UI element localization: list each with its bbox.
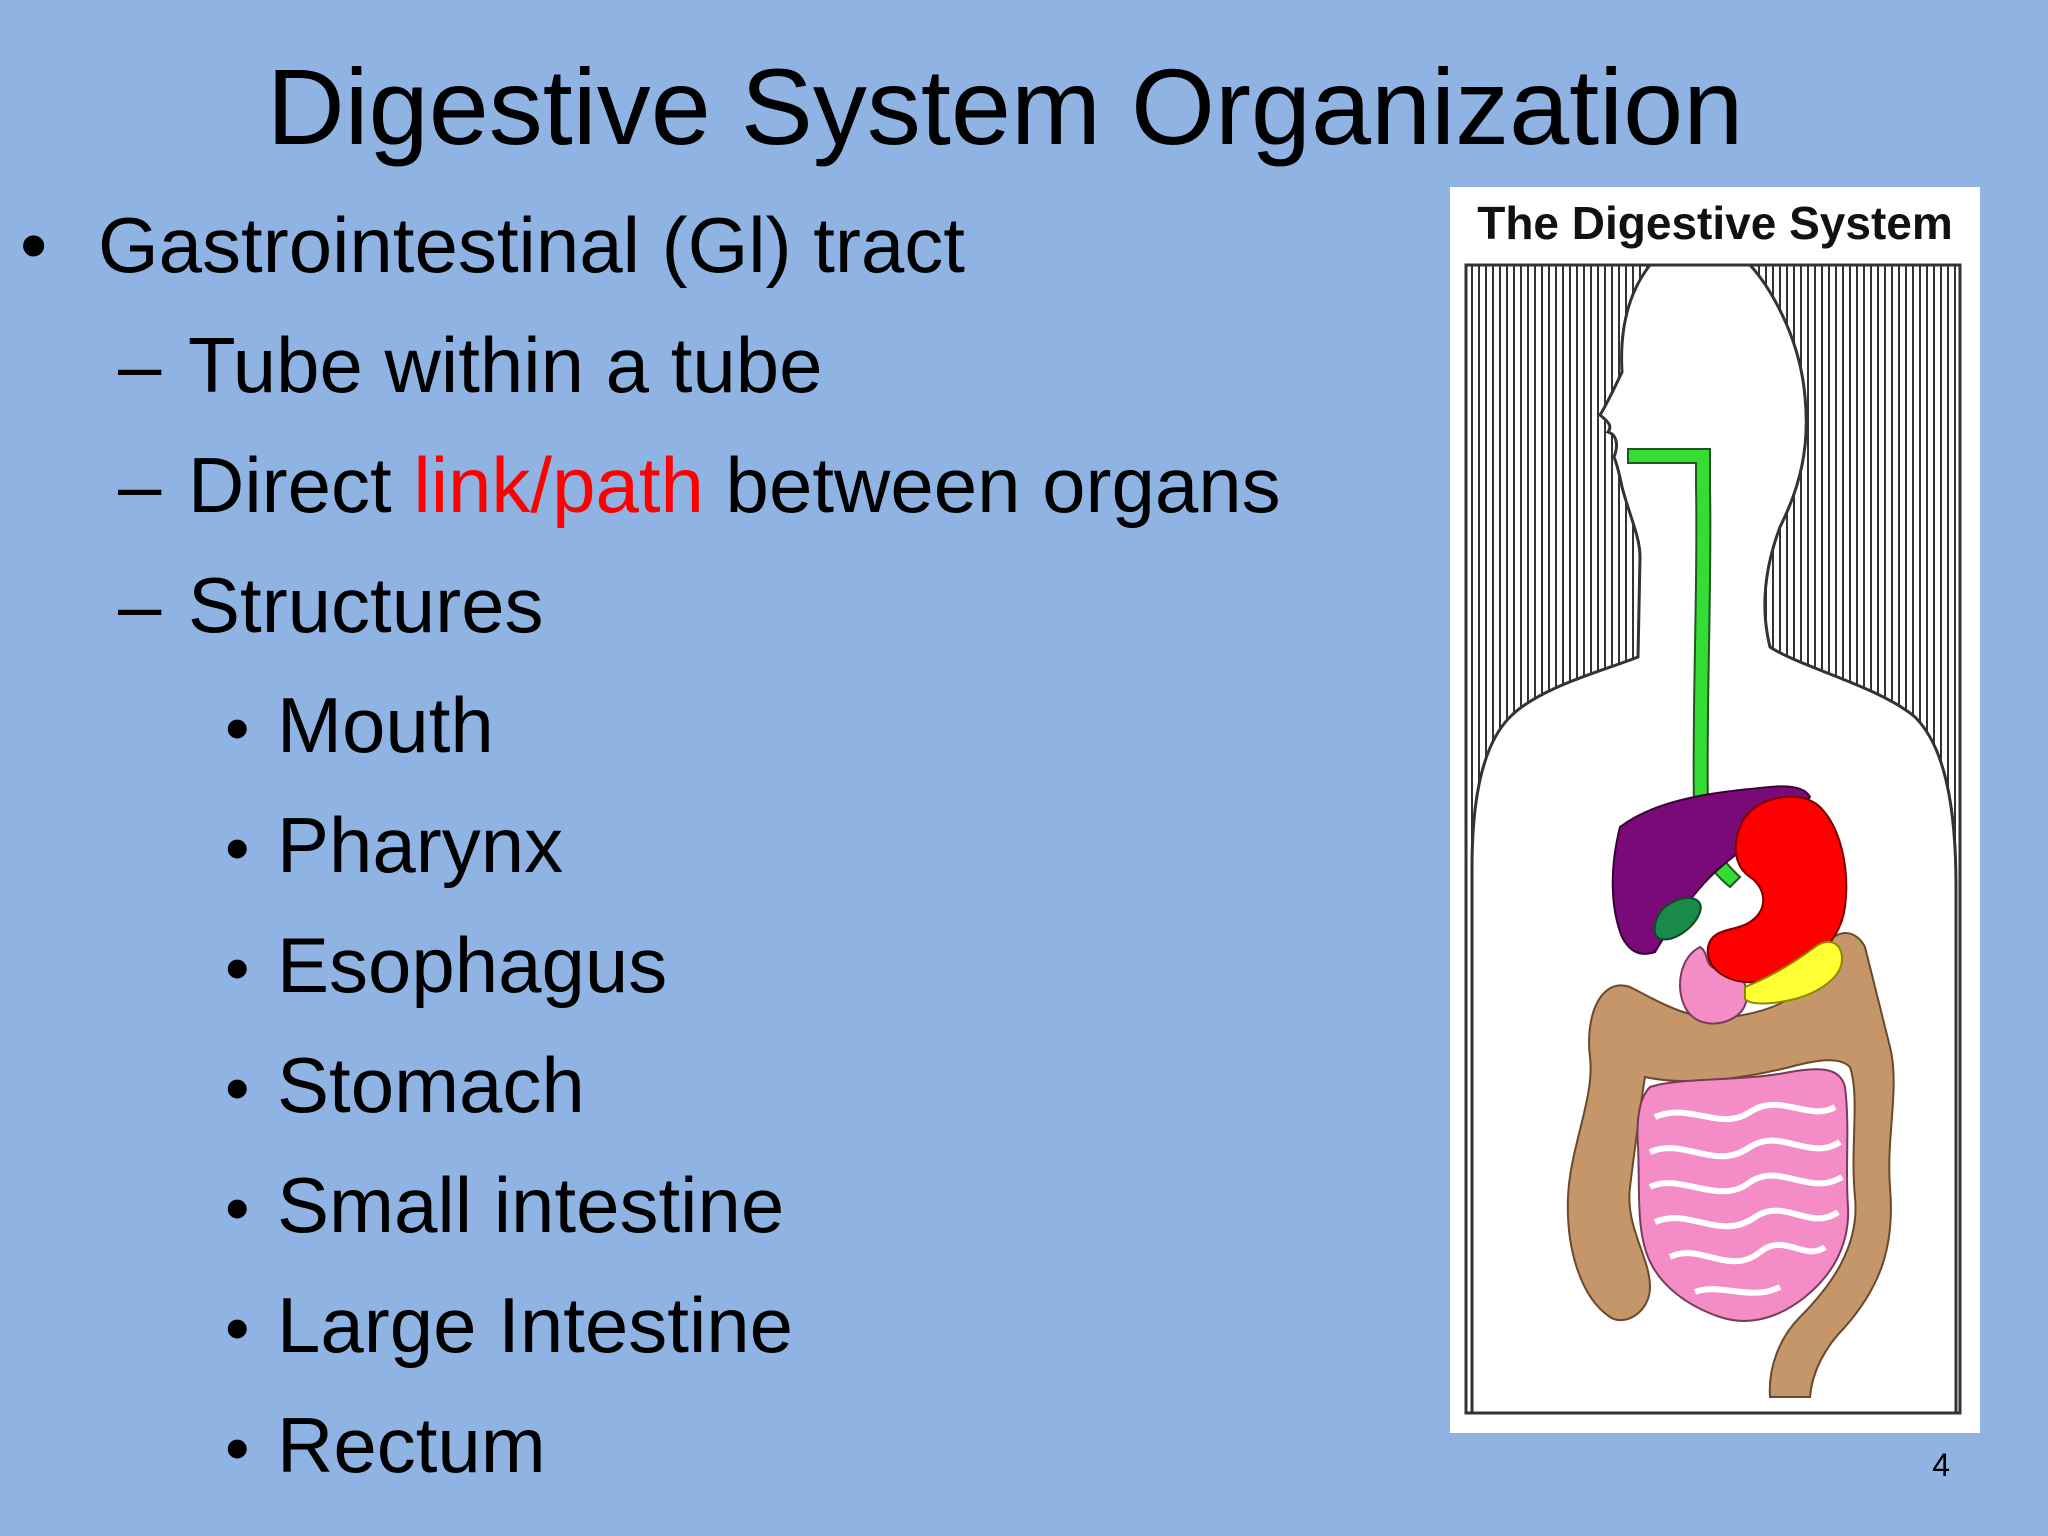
bullet-marker: • bbox=[20, 201, 48, 289]
subbullet-tube: –Tube within a tube bbox=[118, 320, 823, 410]
digestive-diagram: The Digestive System bbox=[1464, 197, 1962, 1415]
structure-item: • Stomach bbox=[225, 1040, 585, 1133]
structure-item: • Large Intestine bbox=[225, 1280, 793, 1373]
subbullet-structures: –Structures bbox=[118, 560, 543, 650]
bullet-marker: • bbox=[225, 1409, 250, 1487]
bullet-marker: • bbox=[225, 929, 250, 1007]
digestive-system-figure: The Digestive System bbox=[1450, 187, 1980, 1433]
structure-item: • Pharynx bbox=[225, 800, 563, 893]
subbullet-text: Tube within a tube bbox=[188, 321, 823, 409]
subbullet-text: Structures bbox=[188, 561, 544, 649]
highlighted-text: link/path bbox=[413, 441, 704, 529]
structure-item: • Mouth bbox=[225, 680, 494, 773]
intestine-coils bbox=[1648, 1101, 1844, 1296]
subbullet-text-after: between organs bbox=[703, 441, 1281, 529]
structure-label: Pharynx bbox=[277, 801, 564, 889]
figure-title: The Digestive System bbox=[1477, 197, 1953, 249]
structure-label: Small intestine bbox=[277, 1161, 785, 1249]
dash-marker: – bbox=[118, 561, 162, 649]
structure-item: • Small intestine bbox=[225, 1160, 784, 1253]
bullet-marker: • bbox=[225, 809, 250, 887]
page-number: 4 bbox=[1932, 1447, 1950, 1483]
dash-marker: – bbox=[118, 321, 162, 409]
large-intestine bbox=[1566, 932, 1895, 1398]
subbullet-direct-link: –Direct link/path between organs bbox=[118, 440, 1281, 530]
structure-label: Esophagus bbox=[277, 921, 668, 1009]
duodenum bbox=[1679, 945, 1748, 1025]
dash-marker: – bbox=[118, 441, 162, 529]
bullet-marker: • bbox=[225, 1289, 250, 1367]
esophagus bbox=[1627, 448, 1742, 889]
bullet-marker: • bbox=[225, 1049, 250, 1127]
slide-title: Digestive System Organization bbox=[266, 46, 1744, 167]
subbullet-text-before: Direct bbox=[188, 441, 414, 529]
bullet-marker: • bbox=[225, 689, 250, 767]
structure-item: • Rectum bbox=[225, 1400, 546, 1493]
structure-label: Stomach bbox=[277, 1041, 585, 1129]
bullet-gi-tract: • Gastrointestinal (Gl) tract bbox=[20, 200, 965, 290]
structure-label: Large Intestine bbox=[277, 1281, 794, 1369]
gallbladder bbox=[1653, 897, 1702, 941]
structure-item: • Esophagus bbox=[225, 920, 667, 1013]
bullet-text: Gastrointestinal (Gl) tract bbox=[98, 201, 965, 289]
structure-label: Rectum bbox=[277, 1401, 546, 1489]
structure-label: Mouth bbox=[277, 681, 494, 769]
pancreas bbox=[1744, 940, 1844, 1005]
small-intestine bbox=[1636, 1068, 1850, 1322]
bullet-marker: • bbox=[225, 1169, 250, 1247]
